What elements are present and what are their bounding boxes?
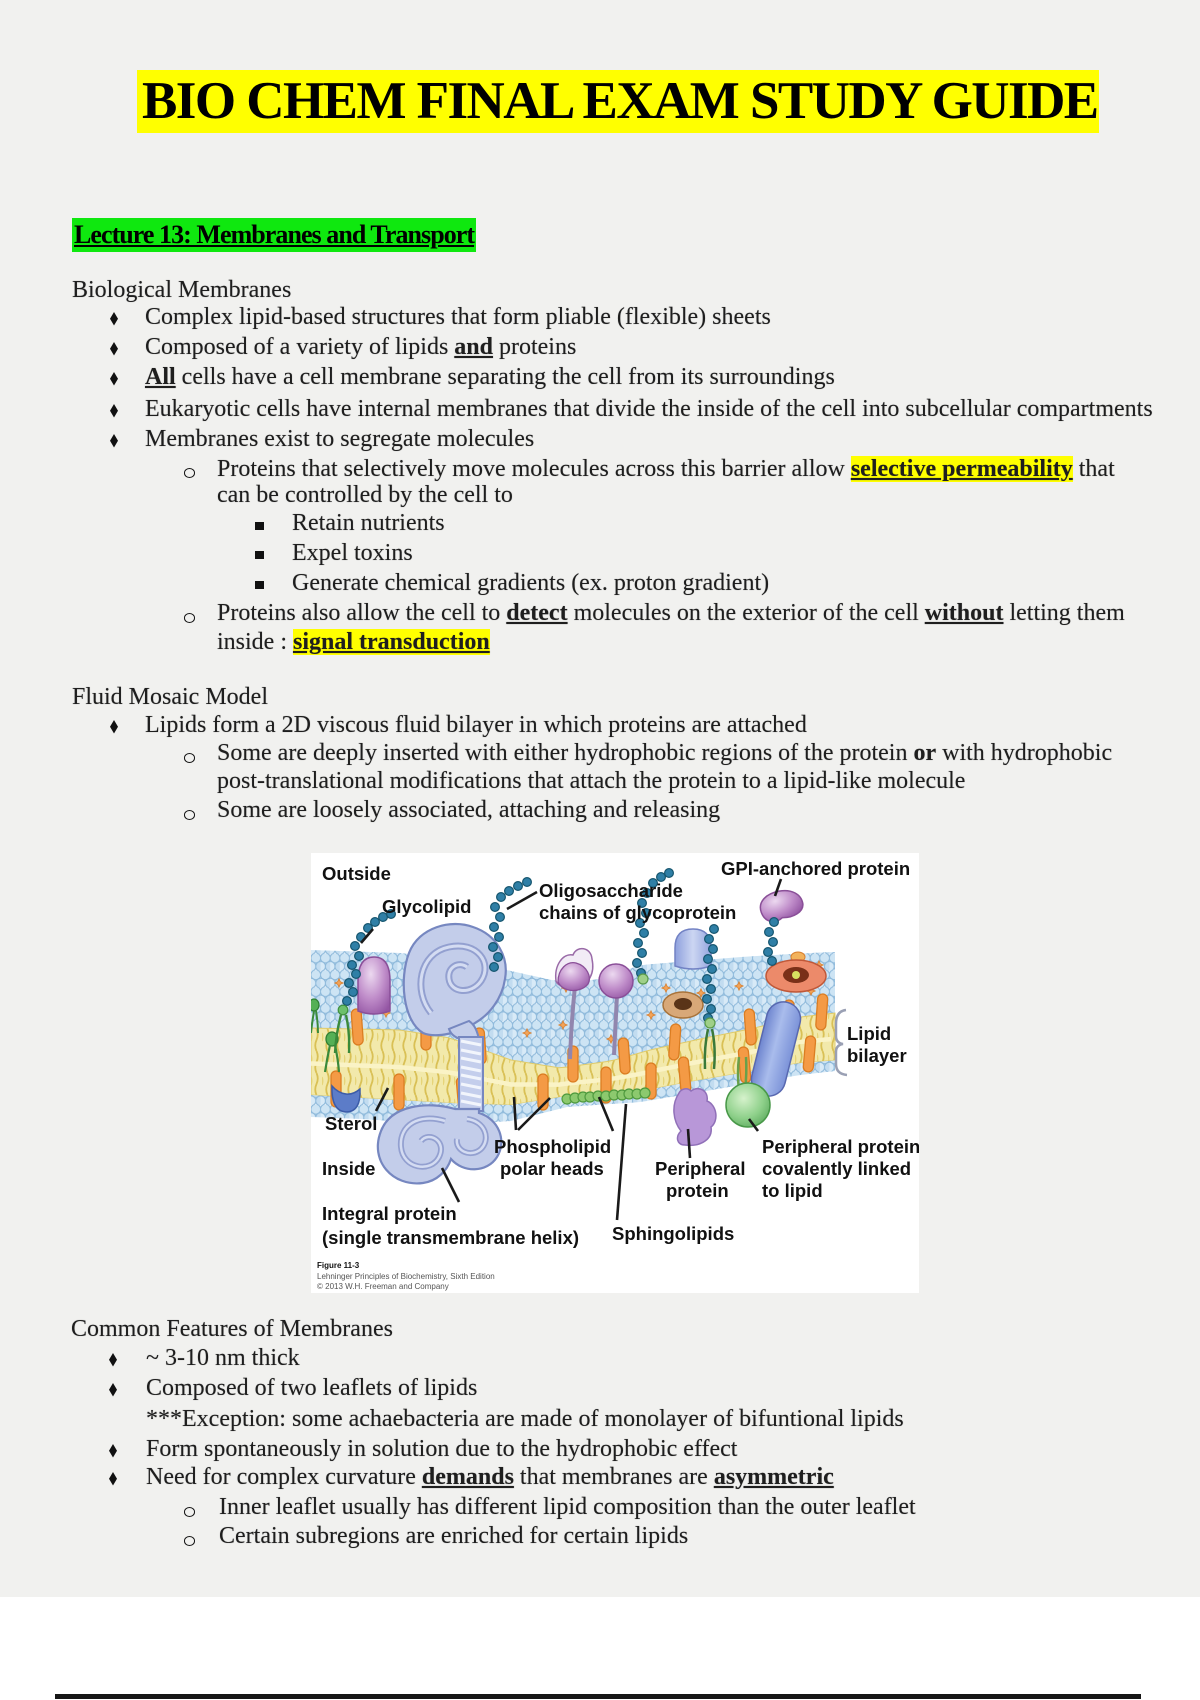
svg-text:GPI-anchored protein: GPI-anchored protein xyxy=(721,858,910,879)
svg-text:Sphingolipids: Sphingolipids xyxy=(612,1223,734,1244)
svg-text:polar heads: polar heads xyxy=(500,1158,604,1179)
svg-text:to lipid: to lipid xyxy=(762,1180,823,1201)
svg-text:Inside: Inside xyxy=(322,1158,375,1179)
svg-text:Lehninger Principles of Bioche: Lehninger Principles of Biochemistry, Si… xyxy=(317,1272,495,1281)
svg-text:Lipid: Lipid xyxy=(847,1023,891,1044)
svg-text:Phospholipid: Phospholipid xyxy=(494,1136,611,1157)
svg-text:Figure 11-3: Figure 11-3 xyxy=(317,1261,360,1270)
svg-text:Outside: Outside xyxy=(322,863,391,884)
svg-text:covalently linked: covalently linked xyxy=(762,1158,911,1179)
svg-text:bilayer: bilayer xyxy=(847,1045,907,1066)
svg-text:chains of glycoprotein: chains of glycoprotein xyxy=(539,902,736,923)
svg-text:Peripheral protein: Peripheral protein xyxy=(762,1136,919,1157)
svg-text:Peripheral: Peripheral xyxy=(655,1158,746,1179)
svg-text:(single transmembrane helix): (single transmembrane helix) xyxy=(322,1227,579,1248)
svg-text:Integral protein: Integral protein xyxy=(322,1203,457,1224)
svg-text:Sterol: Sterol xyxy=(325,1113,377,1134)
svg-text:Oligosaccharide: Oligosaccharide xyxy=(539,880,683,901)
svg-text:protein: protein xyxy=(666,1180,729,1201)
svg-text:© 2013 W.H. Freeman and Compan: © 2013 W.H. Freeman and Company xyxy=(317,1282,449,1291)
svg-text:Glycolipid: Glycolipid xyxy=(382,896,471,917)
